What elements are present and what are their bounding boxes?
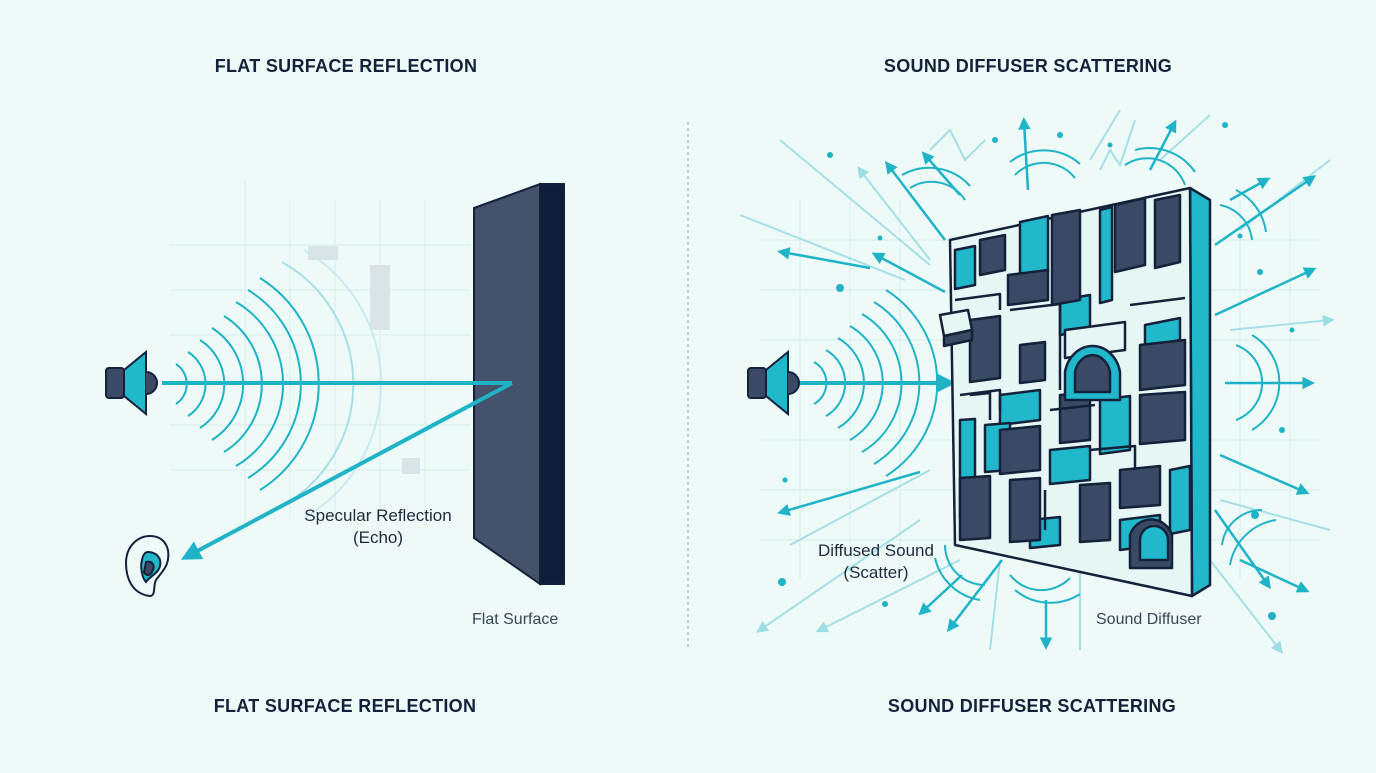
right-bottom-title: SOUND DIFFUSER SCATTERING [887, 696, 1177, 716]
scatter-wavelets [901, 147, 1281, 604]
ear-icon [124, 534, 170, 598]
flat-surface-label: Flat Surface [472, 611, 559, 628]
scatter-rays-bright [777, 117, 1317, 650]
speaker-icon [105, 349, 158, 417]
left-bottom-title: FLAT SURFACE REFLECTION [213, 696, 477, 716]
speaker-icon [747, 349, 800, 417]
diffused-sound-label: Diffused Sound (Scatter) [818, 540, 934, 584]
scatter-dots [778, 122, 1295, 620]
left-grid [170, 180, 470, 520]
diffused-sound-line1: Diffused Sound [818, 541, 934, 560]
specular-reflection-label: Specular Reflection (Echo) [304, 505, 451, 549]
specular-reflection-line2: (Echo) [352, 528, 404, 547]
right-top-title: SOUND DIFFUSER SCATTERING [883, 56, 1173, 76]
diffused-sound-line2: (Scatter) [843, 563, 909, 582]
scatter-rays-faint [739, 109, 1335, 654]
left-grid-blocks [308, 246, 420, 474]
sound-diffuser [938, 186, 1212, 598]
sound-diffuser-label: Sound Diffuser [1096, 611, 1202, 628]
specular-reflection-line1: Specular Reflection [304, 506, 452, 525]
specular-reflection-ray [162, 381, 513, 560]
left-top-title: FLAT SURFACE REFLECTION [214, 56, 478, 76]
